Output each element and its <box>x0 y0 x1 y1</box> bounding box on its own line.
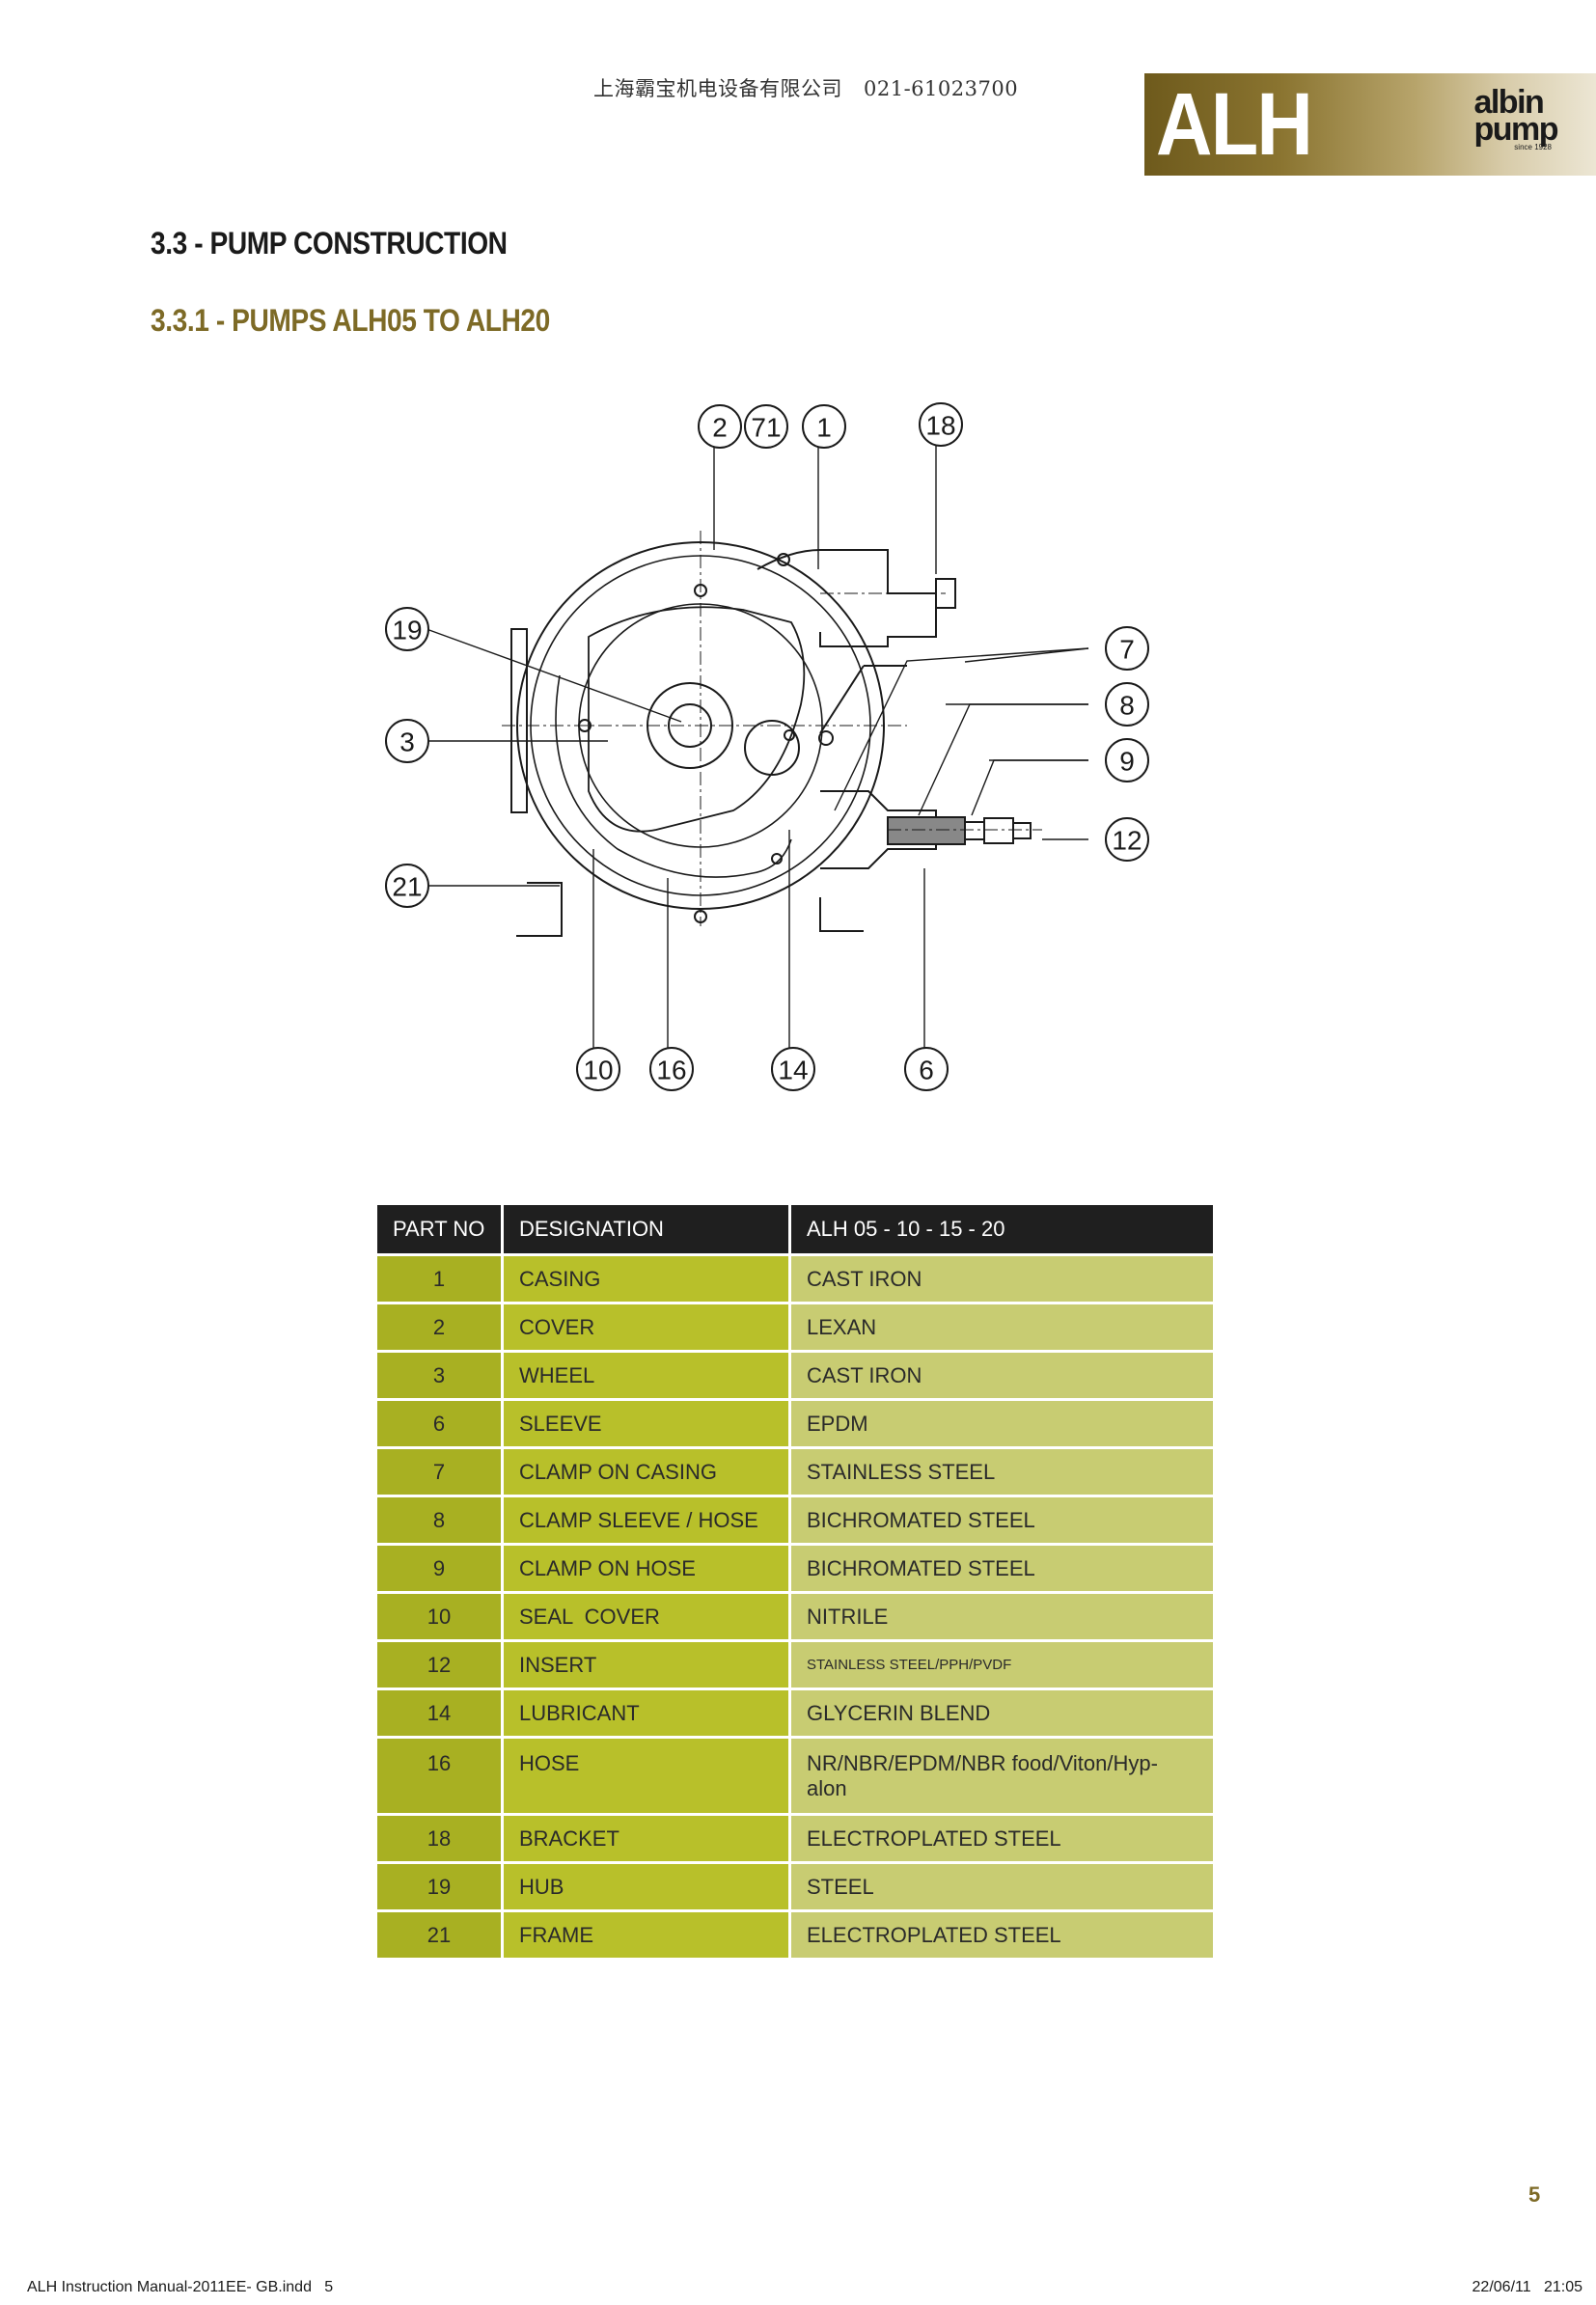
designation: BRACKET <box>504 1813 791 1861</box>
designation: SLEEVE <box>504 1398 791 1446</box>
material: STEEL <box>791 1861 1213 1909</box>
table-header-row: PART NO DESIGNATION ALH 05 - 10 - 15 - 2… <box>377 1205 1213 1253</box>
designation: INSERT <box>504 1639 791 1688</box>
callout-3: 3 <box>399 727 415 757</box>
material: CAST IRON <box>791 1253 1213 1302</box>
company-header: 上海霸宝机电设备有限公司 021-61023700 <box>593 73 1018 102</box>
part-no: 12 <box>377 1639 504 1688</box>
table-row: 7 CLAMP ON CASING STAINLESS STEEL <box>377 1446 1213 1495</box>
part-no: 19 <box>377 1861 504 1909</box>
designation: COVER <box>504 1302 791 1350</box>
table-row: 3 WHEEL CAST IRON <box>377 1350 1213 1398</box>
company-phone: 021-61023700 <box>864 77 1019 100</box>
part-no: 8 <box>377 1495 504 1543</box>
designation: HUB <box>504 1861 791 1909</box>
part-no: 2 <box>377 1302 504 1350</box>
material: EPDM <box>791 1398 1213 1446</box>
designation: LUBRICANT <box>504 1688 791 1736</box>
part-no: 9 <box>377 1543 504 1591</box>
table-row: 18 BRACKET ELECTROPLATED STEEL <box>377 1813 1213 1861</box>
callout-8: 8 <box>1119 691 1135 721</box>
section-title: 3.3 - PUMP CONSTRUCTION <box>151 226 508 261</box>
designation: WHEEL <box>504 1350 791 1398</box>
callout-6: 6 <box>919 1056 934 1085</box>
material: BICHROMATED STEEL <box>791 1495 1213 1543</box>
material: CAST IRON <box>791 1350 1213 1398</box>
brand-model-name: ALH <box>1156 75 1313 174</box>
table-row: 21 FRAME ELECTROPLATED STEEL <box>377 1909 1213 1958</box>
callout-16: 16 <box>656 1056 686 1085</box>
part-no: 7 <box>377 1446 504 1495</box>
material: STAINLESS STEEL <box>791 1446 1213 1495</box>
part-no: 14 <box>377 1688 504 1736</box>
table-row: 8 CLAMP SLEEVE / HOSE BICHROMATED STEEL <box>377 1495 1213 1543</box>
table-row: 9 CLAMP ON HOSE BICHROMATED STEEL <box>377 1543 1213 1591</box>
designation: SEAL COVER <box>504 1591 791 1639</box>
footer-timestamp: 22/06/11 21:05 <box>1472 2279 1582 2295</box>
part-no: 1 <box>377 1253 504 1302</box>
lubricant-port <box>744 720 800 776</box>
part-no: 6 <box>377 1398 504 1446</box>
footer-file-info: ALH Instruction Manual-2011EE- GB.indd 5 <box>27 2279 334 2295</box>
table-row: 14 LUBRICANT GLYCERIN BLEND <box>377 1688 1213 1736</box>
material: LEXAN <box>791 1302 1213 1350</box>
logo-line-2: pump <box>1473 111 1558 148</box>
part-no: 3 <box>377 1350 504 1398</box>
material: ELECTROPLATED STEEL <box>791 1813 1213 1861</box>
parts-table: PART NO DESIGNATION ALH 05 - 10 - 15 - 2… <box>377 1205 1213 1958</box>
part-no: 10 <box>377 1591 504 1639</box>
callout-18: 18 <box>925 411 955 441</box>
material: BICHROMATED STEEL <box>791 1543 1213 1591</box>
table-row: 19 HUB STEEL <box>377 1861 1213 1909</box>
part-no: 21 <box>377 1909 504 1958</box>
table-row: 12 INSERT STAINLESS STEEL/PPH/PVDF <box>377 1639 1213 1688</box>
callout-7: 7 <box>1119 635 1135 665</box>
material: GLYCERIN BLEND <box>791 1688 1213 1736</box>
part-no: 16 <box>377 1736 504 1813</box>
header-part-no: PART NO <box>377 1205 504 1253</box>
albin-pump-logo: albin pump since 1928 <box>1473 84 1558 152</box>
table-row: 2 COVER LEXAN <box>377 1302 1213 1350</box>
logo-line-1: albin <box>1473 84 1544 121</box>
designation: CLAMP ON HOSE <box>504 1543 791 1591</box>
material: NR/NBR/EPDM/NBR food/Viton/Hyp-alon <box>791 1736 1213 1813</box>
callout-1: 1 <box>816 413 832 443</box>
brand-banner: ALH albin pump since 1928 <box>1144 73 1596 176</box>
callout-2: 2 <box>712 413 728 443</box>
header-designation: DESIGNATION <box>504 1205 791 1253</box>
designation: CLAMP SLEEVE / HOSE <box>504 1495 791 1543</box>
subsection-title: 3.3.1 - PUMPS ALH05 TO ALH20 <box>151 303 550 338</box>
table-row: 6 SLEEVE EPDM <box>377 1398 1213 1446</box>
material: ELECTROPLATED STEEL <box>791 1909 1213 1958</box>
material: STAINLESS STEEL/PPH/PVDF <box>791 1639 1213 1688</box>
callout-71: 71 <box>751 413 781 443</box>
callout-19: 19 <box>392 616 422 645</box>
pump-drawing: 2 71 1 18 19 7 8 3 9 12 21 10 16 14 6 <box>385 402 1149 1091</box>
table-row: 1 CASING CAST IRON <box>377 1253 1213 1302</box>
designation: CLAMP ON CASING <box>504 1446 791 1495</box>
table-row: 10 SEAL COVER NITRILE <box>377 1591 1213 1639</box>
header-material: ALH 05 - 10 - 15 - 20 <box>791 1205 1213 1253</box>
callout-10: 10 <box>583 1056 613 1085</box>
table-row: 16 HOSE NR/NBR/EPDM/NBR food/Viton/Hyp-a… <box>377 1736 1213 1813</box>
part-no: 18 <box>377 1813 504 1861</box>
designation: HOSE <box>504 1736 791 1813</box>
callout-12: 12 <box>1112 826 1142 856</box>
material: NITRILE <box>791 1591 1213 1639</box>
page-number: 5 <box>1528 2182 1541 2207</box>
callout-9: 9 <box>1119 747 1135 777</box>
company-name: 上海霸宝机电设备有限公司 <box>593 77 842 100</box>
logo-since: since 1928 <box>1514 143 1552 151</box>
designation: FRAME <box>504 1909 791 1958</box>
designation: CASING <box>504 1253 791 1302</box>
pump-construction-diagram: 2 71 1 18 19 7 8 3 9 12 21 10 16 14 6 <box>367 386 1197 1110</box>
callout-14: 14 <box>778 1056 808 1085</box>
callout-21: 21 <box>392 872 422 902</box>
